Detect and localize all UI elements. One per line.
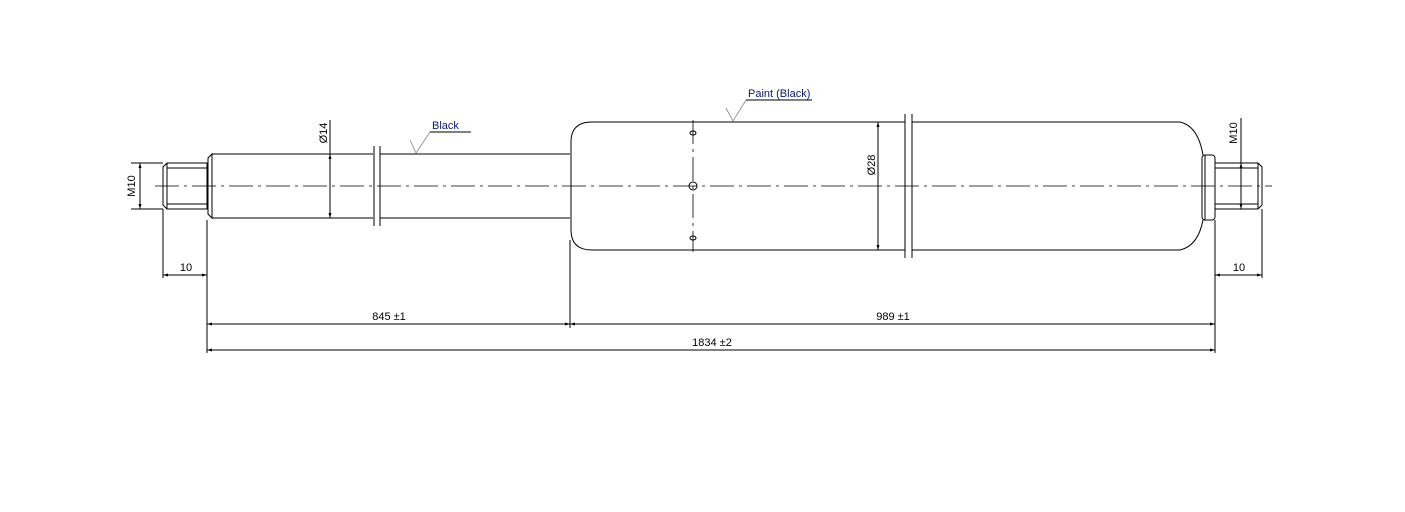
right-thread-dim: M10 (1228, 122, 1240, 143)
cylinder-diameter-dim: Ø28 (866, 155, 878, 176)
cylinder-body (570, 114, 1216, 258)
extension-lines (131, 118, 1263, 353)
rod-length-dim: 845 ±1 (372, 311, 406, 323)
left-thread-length-dim: 10 (180, 262, 192, 274)
rod-finish-label: Black (432, 120, 459, 132)
total-length-dim: 1834 ±2 (692, 337, 732, 349)
cylinder-length-dim: 989 ±1 (876, 311, 910, 323)
right-thread (1214, 162, 1263, 210)
cylinder-finish-label: Paint (Black) (748, 88, 810, 100)
left-thread-dim: M10 (126, 175, 138, 196)
dimension-lines (138, 122, 1262, 352)
left-thread (162, 162, 208, 210)
piston-rod (207, 146, 570, 226)
right-thread-length-dim: 10 (1233, 262, 1245, 274)
leaders (409, 99, 812, 154)
rod-diameter-dim: Ø14 (318, 123, 330, 144)
